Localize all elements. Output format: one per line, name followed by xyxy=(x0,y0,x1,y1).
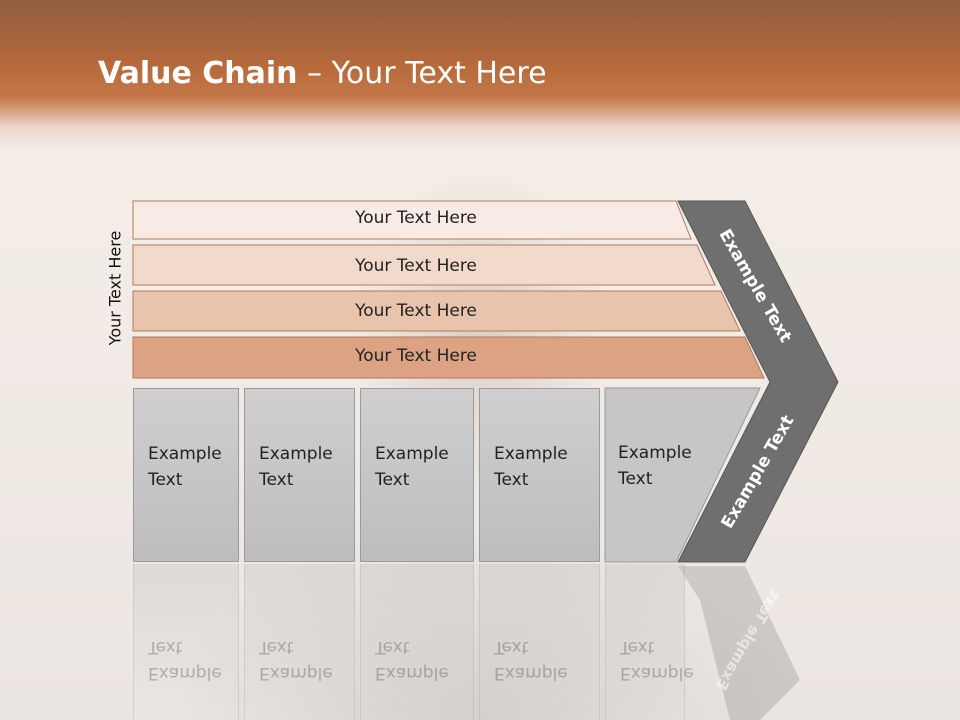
box-5-shape[interactable] xyxy=(604,387,761,563)
box-5-reflection: Example Text xyxy=(605,564,694,720)
row-2-label[interactable]: Your Text Here xyxy=(355,256,477,276)
box-2-reflection: Example Text xyxy=(244,564,355,720)
title-rest: – Your Text Here xyxy=(297,56,547,91)
box-1-reflection-text: Example Text xyxy=(148,634,238,686)
box-4-refl-line2: Text xyxy=(494,637,529,657)
title-bar xyxy=(0,0,960,150)
box-3-line2: Text xyxy=(375,470,410,490)
chevron-reflection xyxy=(678,566,800,720)
box-5-line2: Text xyxy=(618,469,653,489)
box-3-reflection-text: Example Text xyxy=(375,634,465,686)
box-4-refl-line1: Example xyxy=(494,663,568,683)
box-2-line1: Example xyxy=(259,444,333,464)
row-4-label[interactable]: Your Text Here xyxy=(355,346,477,366)
box-1-line1: Example xyxy=(148,444,222,464)
row-1-shape[interactable] xyxy=(132,200,692,240)
box-3-line1: Example xyxy=(375,444,449,464)
box-2-reflection-text: Example Text xyxy=(259,634,349,686)
row-4-shape[interactable] xyxy=(132,336,765,379)
box-5-reflection-text: Example Text xyxy=(620,634,710,686)
box-5-refl-line1: Example xyxy=(620,663,694,683)
row-1-label[interactable]: Your Text Here xyxy=(355,208,477,228)
box-3-refl-line2: Text xyxy=(375,637,410,657)
row-3-label[interactable]: Your Text Here xyxy=(355,301,477,321)
row-2-shape[interactable] xyxy=(132,244,716,286)
title-bold: Value Chain xyxy=(98,56,298,91)
box-5-refl-line2: Text xyxy=(620,637,655,657)
box-4-line2: Text xyxy=(494,470,529,490)
box-2-refl-line2: Text xyxy=(259,637,294,657)
box-4-reflection: Example Text xyxy=(479,564,600,720)
box-4-reflection-text: Example Text xyxy=(494,634,584,686)
chevron-arrow[interactable] xyxy=(677,200,839,563)
box-5-text: Example Text xyxy=(618,440,692,492)
slide-title[interactable]: Value Chain – Your Text Here xyxy=(98,56,547,91)
box-1-refl-line1: Example xyxy=(148,663,222,683)
box-1-reflection: Example Text xyxy=(133,564,239,720)
box-2-line2: Text xyxy=(259,470,294,490)
box-3-refl-line1: Example xyxy=(375,663,449,683)
box-4-line1: Example xyxy=(494,444,568,464)
box-1-refl-line2: Text xyxy=(148,637,183,657)
box-2-refl-line1: Example xyxy=(259,663,333,683)
box-3-reflection: Example Text xyxy=(360,564,474,720)
box-5-line1: Example xyxy=(618,443,692,463)
box-1-line2: Text xyxy=(148,470,183,490)
row-3-shape[interactable] xyxy=(132,290,741,332)
